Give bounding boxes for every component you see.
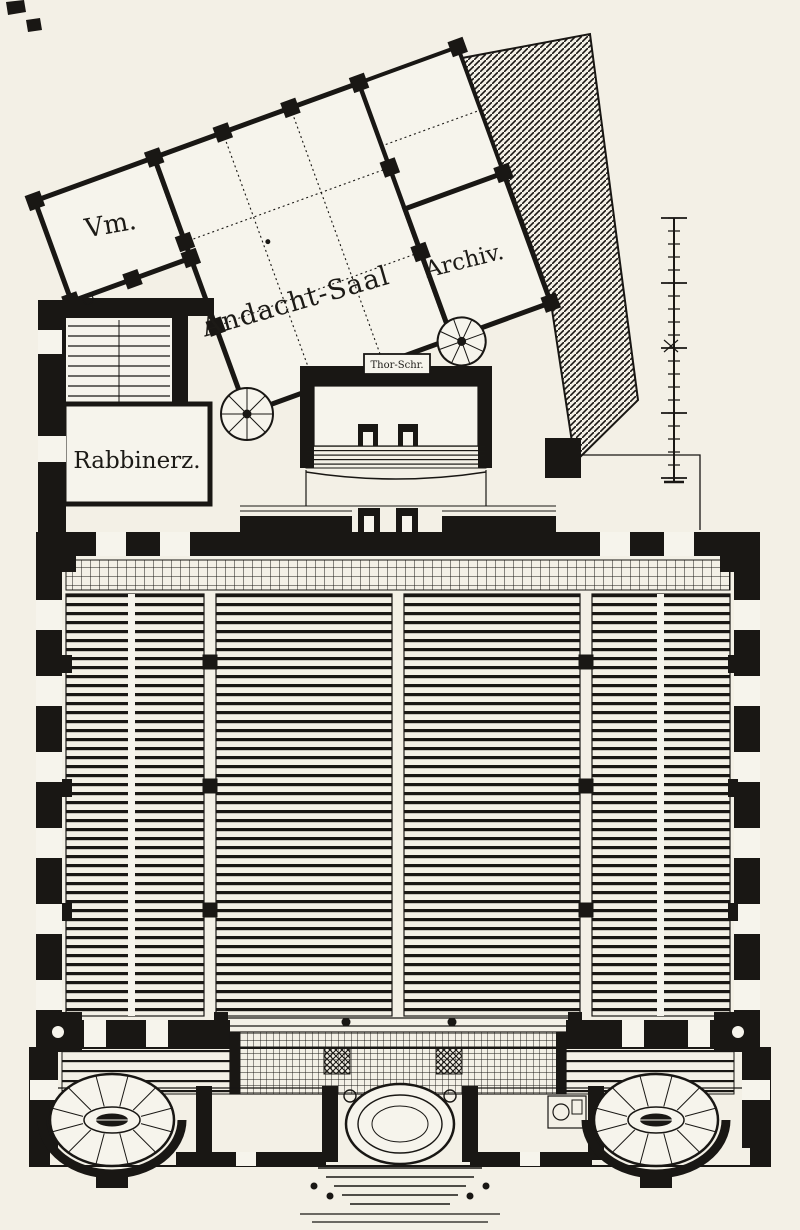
hall-center-mark: [265, 239, 271, 245]
door-swing: [82, 293, 94, 305]
stair-tower-right: [581, 1072, 731, 1179]
ark-steps: [305, 445, 487, 469]
torah-ark-structure: [300, 353, 492, 506]
scale-bar: [661, 217, 687, 484]
entrance-steps: [300, 1167, 500, 1223]
ark-label-box: [363, 353, 431, 375]
scale-cross-mark: [663, 339, 679, 353]
rotated-wing: [24, 36, 561, 424]
room-rabbinerz: [61, 401, 213, 507]
stair-tower-left: [37, 1072, 187, 1179]
spiral-stair-corridor: [220, 387, 274, 441]
spiral-stair-chapel: [436, 316, 487, 367]
main-hall: [36, 532, 760, 1095]
window-gaps: [36, 600, 760, 1010]
label-rabbinerz: Rabbinerz.: [73, 448, 200, 474]
ark-brackets: [358, 424, 418, 446]
vault-dotted-lines: [188, 110, 478, 384]
gallery-floor-band: [65, 559, 731, 591]
plot-corner-marks: [6, 0, 42, 32]
left-wing: [38, 293, 274, 532]
vestibule: [29, 1047, 771, 1223]
label-thora-schrein: Thor-Schr.: [370, 360, 423, 371]
pew-banks: [65, 593, 731, 1017]
entrance-porch: [343, 1082, 457, 1166]
small-fixture-room: [547, 1095, 587, 1129]
right-connector-walls: [545, 438, 701, 530]
straight-stair: [62, 314, 176, 408]
hall-columns: [62, 654, 738, 921]
room-archiv: [401, 169, 554, 342]
